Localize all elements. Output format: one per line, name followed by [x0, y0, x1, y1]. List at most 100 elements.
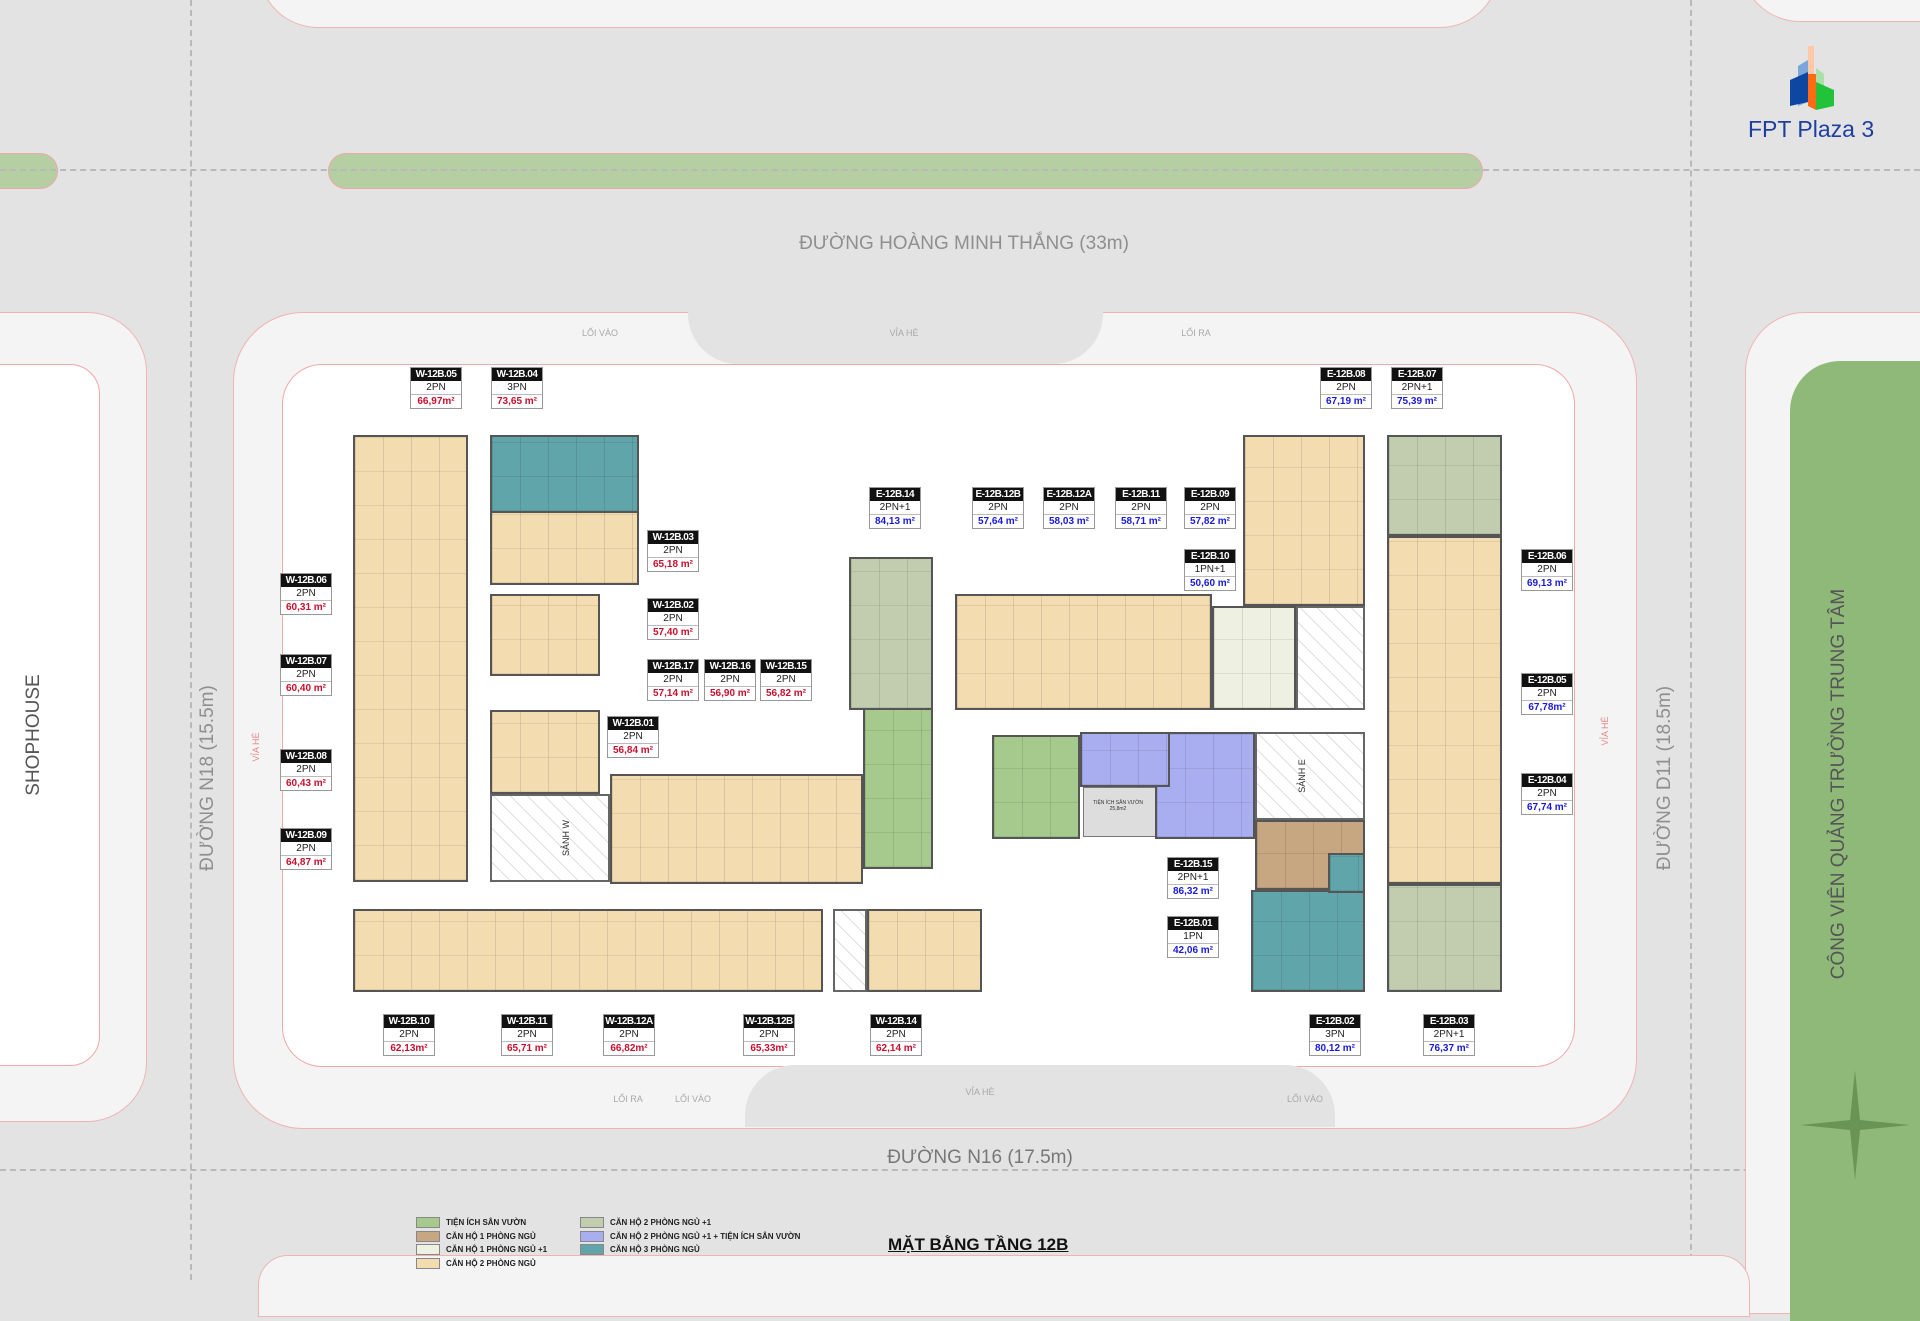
unit-code: E-12B.10 — [1185, 550, 1235, 563]
unit-type: 2PN — [411, 381, 461, 395]
legend-item: CĂN HỘ 1 PHÒNG NGỦ — [416, 1230, 586, 1244]
unit-code: E-12B.05 — [1522, 674, 1572, 687]
unit-type: 2PN — [281, 668, 331, 682]
driveway-top — [688, 312, 1103, 364]
unit-area: 69,13 m² — [1526, 578, 1568, 589]
shophouse-label: SHOPHOUSE — [23, 674, 44, 796]
unit-type: 2PN — [1185, 501, 1235, 515]
label-entry-top: LỐI VÀO — [581, 328, 619, 338]
legend-swatch — [416, 1217, 440, 1229]
apt-w-2pn-plus — [849, 557, 933, 710]
unit-type: 2PN — [281, 587, 331, 601]
unit-area: 60,31 m² — [285, 602, 327, 613]
unit-area: 50,60 m² — [1189, 578, 1231, 589]
unit-code: W-12B.05 — [411, 368, 461, 381]
unit-type: 2PN — [1116, 501, 1166, 515]
fpt-logo-icon — [1790, 46, 1834, 112]
apt-east-top-row — [955, 594, 1212, 710]
unit-type: 2PN — [761, 673, 811, 687]
garden-east — [992, 735, 1080, 839]
unit-area: 65,71 m² — [506, 1043, 548, 1054]
apt-west-bottom-row — [353, 909, 823, 992]
unit-code: E-12B.03 — [1424, 1015, 1474, 1028]
legend-label: TIỆN ÍCH SÂN VƯỜN — [446, 1218, 527, 1228]
legend-swatch — [416, 1244, 440, 1256]
apt-west-column — [353, 435, 468, 882]
unit-type: 2PN — [744, 1028, 794, 1042]
legend-item: CĂN HỘ 2 PHÒNG NGỦ +1 — [580, 1216, 840, 1230]
unit-code: W-12B.03 — [648, 531, 698, 544]
apt-e-12b-02 — [1251, 890, 1365, 992]
label-entry-bottom-2: LỐI VÀO — [1286, 1094, 1324, 1104]
unit-code: W-12B.12A — [604, 1015, 654, 1028]
unit-type: 1PN — [1168, 930, 1218, 944]
legend-label: CĂN HỘ 1 PHÒNG NGỦ +1 — [446, 1245, 548, 1255]
apt-east-column — [1387, 536, 1502, 884]
unit-area: 66,97m² — [417, 396, 455, 407]
unit-code: E-12B.04 — [1522, 774, 1572, 787]
apt-w-12b-03 — [490, 511, 639, 585]
unit-area: 58,71 m² — [1120, 516, 1162, 527]
road-centerline-right — [1690, 0, 1692, 1280]
unit-area: 58,03 m² — [1048, 516, 1090, 527]
unit-area: 80,12 m² — [1314, 1043, 1356, 1054]
unit-area: 56,82 m² — [765, 688, 807, 699]
top-right-block — [1740, 0, 1920, 22]
apt-w-12b-02 — [490, 594, 600, 676]
unit-code: W-12B.06 — [281, 574, 331, 587]
label-sidewalk-top: VỈA HÈ — [889, 328, 919, 338]
unit-area: 86,32 m² — [1172, 886, 1214, 897]
unit-type: 2PN — [604, 1028, 654, 1042]
unit-code: E-12B.11 — [1116, 488, 1166, 501]
unit-code: E-12B.08 — [1321, 368, 1371, 381]
unit-area: 66,82m² — [610, 1043, 648, 1054]
unit-code: W-12B.01 — [608, 717, 658, 730]
unit-type: 2PN+1 — [1168, 871, 1218, 885]
road-centerline-left — [190, 0, 192, 1280]
unit-type: 2PN+1 — [870, 501, 920, 515]
unit-type: 2PN — [1522, 563, 1572, 577]
unit-area: 57,14 m² — [652, 688, 694, 699]
label-exit-top: LỐI RA — [1181, 328, 1211, 338]
unit-type: 2PN — [384, 1028, 434, 1042]
unit-code: W-12B.16 — [705, 660, 755, 673]
unit-area: 67,19 m² — [1325, 396, 1367, 407]
unit-code: W-12B.10 — [384, 1015, 434, 1028]
label-sidewalk-right: VỈA HÈ — [1600, 716, 1610, 746]
unit-code: W-12B.02 — [648, 599, 698, 612]
unit-type: 2PN — [1522, 687, 1572, 701]
legend-item: CĂN HỘ 3 PHÒNG NGỦ — [580, 1243, 840, 1257]
legend-item: CĂN HỘ 2 PHÒNG NGỦ +1 + TIỆN ÍCH SÂN VƯỜ… — [580, 1230, 840, 1244]
unit-code: W-12B.08 — [281, 750, 331, 763]
legend-swatch — [416, 1257, 440, 1269]
apt-w-12b-04 — [490, 435, 639, 513]
unit-area: 73,65 m² — [496, 396, 538, 407]
unit-area: 57,40 m² — [652, 627, 694, 638]
unit-area: 75,39 m² — [1396, 396, 1438, 407]
legend-label: CĂN HỘ 2 PHÒNG NGỦ +1 — [610, 1218, 712, 1228]
park-label: CÔNG VIÊN QUẢNG TRƯỜNG TRUNG TÂM — [1828, 588, 1849, 980]
label-sidewalk-bottom: VỈA HÈ — [965, 1087, 995, 1097]
unit-area: 65,18 m² — [652, 559, 694, 570]
apt-e-12b-15-top — [1080, 732, 1170, 787]
unit-code: E-12B.09 — [1185, 488, 1235, 501]
unit-type: 2PN — [648, 612, 698, 626]
road-label-top: ĐƯỜNG HOÀNG MINH THẮNG (33m) — [799, 233, 1129, 254]
unit-type: 2PN — [1522, 787, 1572, 801]
